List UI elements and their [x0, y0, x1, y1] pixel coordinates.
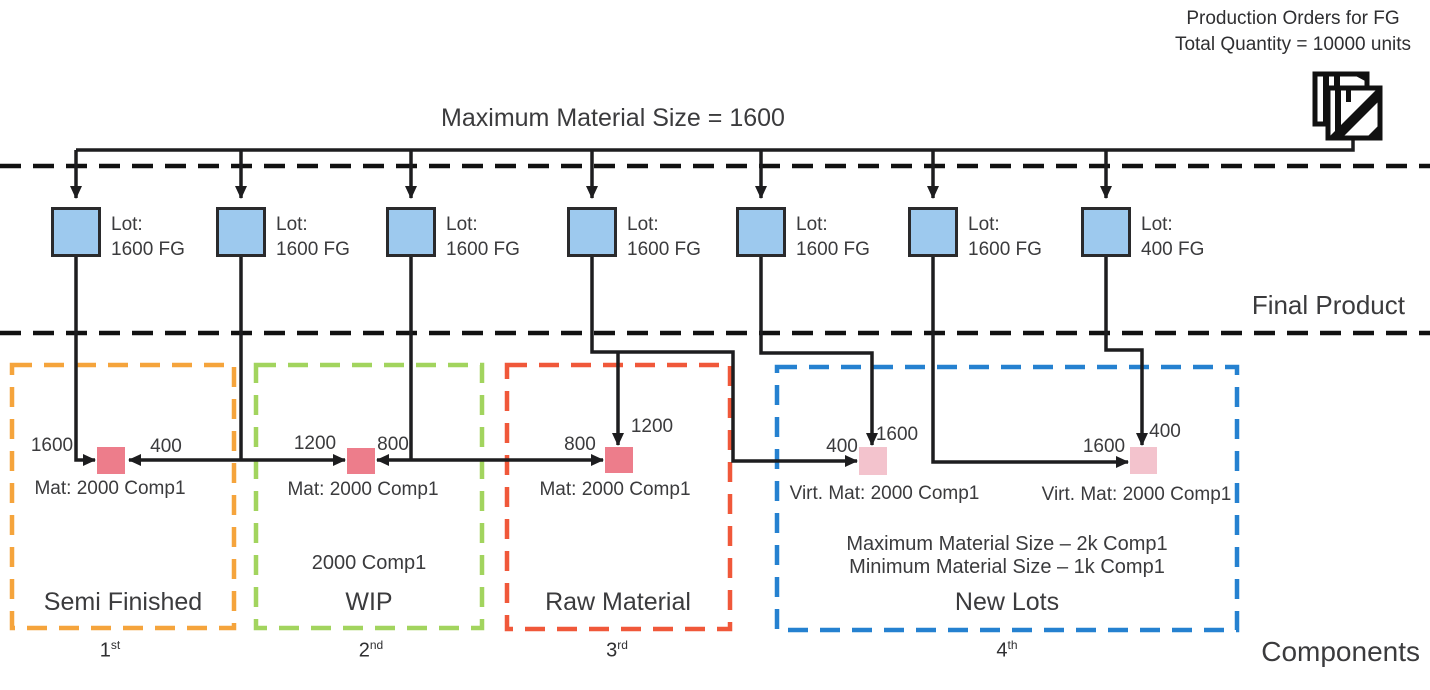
ordinal-4-suffix: th: [1007, 638, 1018, 652]
final-product-band-label: Final Product: [1251, 290, 1405, 320]
ordinal-2-suffix: nd: [369, 638, 384, 652]
qty-lot3-to-mat2: 800: [377, 434, 409, 455]
lot4-label: Lot: 1600 FG: [627, 212, 701, 262]
new-lots-min-size-note: Minimum Material Size – 1k Comp1: [849, 556, 1165, 578]
lot1-label: Lot: 1600 FG: [111, 212, 185, 262]
mat2-label: Mat: 2000 Comp1: [287, 479, 439, 500]
group-name-semi-finished: Semi Finished: [43, 588, 203, 616]
qty-lot7-to-vmat2: 400: [1149, 421, 1181, 442]
lot7-label-line2: 400 FG: [1141, 239, 1205, 260]
lot3-square[interactable]: [386, 207, 436, 257]
mat1-label: Mat: 2000 Comp1: [34, 478, 186, 499]
lot1-square[interactable]: [51, 207, 101, 257]
lot5-label: Lot: 1600 FG: [796, 212, 870, 262]
ordinal-4-number: 4: [996, 639, 1008, 662]
virtual-mat2-label: Virt. Mat: 2000 Comp1: [1041, 484, 1232, 505]
ordinal-4th: 4th: [982, 638, 1032, 663]
max-material-size-title: Maximum Material Size = 1600: [441, 104, 785, 132]
lot2-label: Lot: 1600 FG: [276, 212, 350, 262]
group-box-new-lots: [774, 364, 1240, 633]
ordinal-2-number: 2: [358, 639, 370, 662]
group-box-semi-finished: [9, 362, 237, 631]
lot4-label-line2: 1600 FG: [627, 239, 701, 260]
wip-stock-note: 2000 Comp1: [311, 552, 427, 574]
production-orders-caption-line2: Total Quantity = 10000 units: [1174, 34, 1412, 55]
qty-lot5-to-vmat1: 1600: [875, 424, 919, 445]
ordinal-1-suffix: st: [110, 638, 121, 652]
qty-lot1-to-mat1: 1600: [30, 435, 74, 456]
lot4-square[interactable]: [567, 207, 617, 257]
lot2-label-line1: Lot:: [276, 214, 308, 235]
lot3-label-line1: Lot:: [446, 214, 478, 235]
lot7-label: Lot: 400 FG: [1141, 212, 1204, 262]
lot2-label-line2: 1600 FG: [276, 239, 350, 260]
ordinal-1st: 1st: [85, 638, 135, 663]
lot7-label-line1: Lot:: [1141, 214, 1173, 235]
lot1-label-line1: Lot:: [111, 214, 143, 235]
mat1-square[interactable]: [97, 447, 125, 474]
group-box-wip: [253, 362, 485, 631]
lot6-label-line1: Lot:: [968, 214, 1000, 235]
components-band-label: Components: [1261, 636, 1420, 667]
qty-lot2-to-mat2: 1200: [293, 433, 337, 454]
qty-lot4-to-vmat1: 400: [826, 436, 858, 457]
lot5-label-line1: Lot:: [796, 214, 828, 235]
virtual-mat1-label: Virt. Mat: 2000 Comp1: [789, 483, 980, 504]
qty-lot4-to-mat3: 1200: [630, 416, 674, 437]
lot5-square[interactable]: [736, 207, 786, 257]
ordinal-3-suffix: rd: [617, 638, 628, 652]
lot7-square[interactable]: [1081, 207, 1131, 257]
flow-lot6-to-vmat2: [931, 255, 1129, 468]
flow-lot1-to-mat1: [74, 255, 96, 466]
new-lots-max-size-note: Maximum Material Size – 2k Comp1: [846, 533, 1168, 555]
flow-lot7-to-vmat2: [1104, 255, 1148, 446]
lot3-label: Lot: 1600 FG: [446, 212, 520, 262]
qty-lot2-to-mat1: 400: [150, 436, 182, 457]
ordinal-3-number: 3: [606, 639, 618, 662]
lot6-label-line2: 1600 FG: [968, 239, 1042, 260]
virtual-mat1-square[interactable]: [859, 447, 887, 475]
qty-lot6-to-vmat2: 1600: [1082, 436, 1126, 457]
mat3-square[interactable]: [605, 447, 633, 473]
group-name-wip: WIP: [345, 588, 393, 616]
production-orders-icon: [1312, 71, 1383, 141]
group-name-new-lots: New Lots: [954, 588, 1060, 616]
production-orders-caption-line1: Production Orders for FG: [1186, 8, 1400, 29]
lot5-label-line2: 1600 FG: [796, 239, 870, 260]
ordinal-1-number: 1: [99, 639, 111, 662]
lot3-label-line2: 1600 FG: [446, 239, 520, 260]
qty-lot3-to-mat3: 800: [564, 434, 596, 455]
group-name-raw-material: Raw Material: [545, 588, 691, 616]
mat3-label: Mat: 2000 Comp1: [539, 479, 691, 500]
ordinal-2nd: 2nd: [346, 638, 396, 663]
lot2-square[interactable]: [216, 207, 266, 257]
lot1-label-line2: 1600 FG: [111, 239, 185, 260]
production-bus-line: [76, 139, 1355, 152]
virtual-mat2-square[interactable]: [1130, 447, 1157, 474]
production-orders-caption: Production Orders for FG Total Quantity …: [1160, 6, 1426, 58]
ordinal-3rd: 3rd: [592, 638, 642, 663]
lot4-label-line1: Lot:: [627, 214, 659, 235]
flow-lot4-to-vmat1: [590, 255, 858, 467]
flow-lot5-to-vmat1: [759, 255, 878, 446]
lot6-label: Lot: 1600 FG: [968, 212, 1042, 262]
lot6-square[interactable]: [908, 207, 958, 257]
mat2-square[interactable]: [347, 448, 375, 474]
